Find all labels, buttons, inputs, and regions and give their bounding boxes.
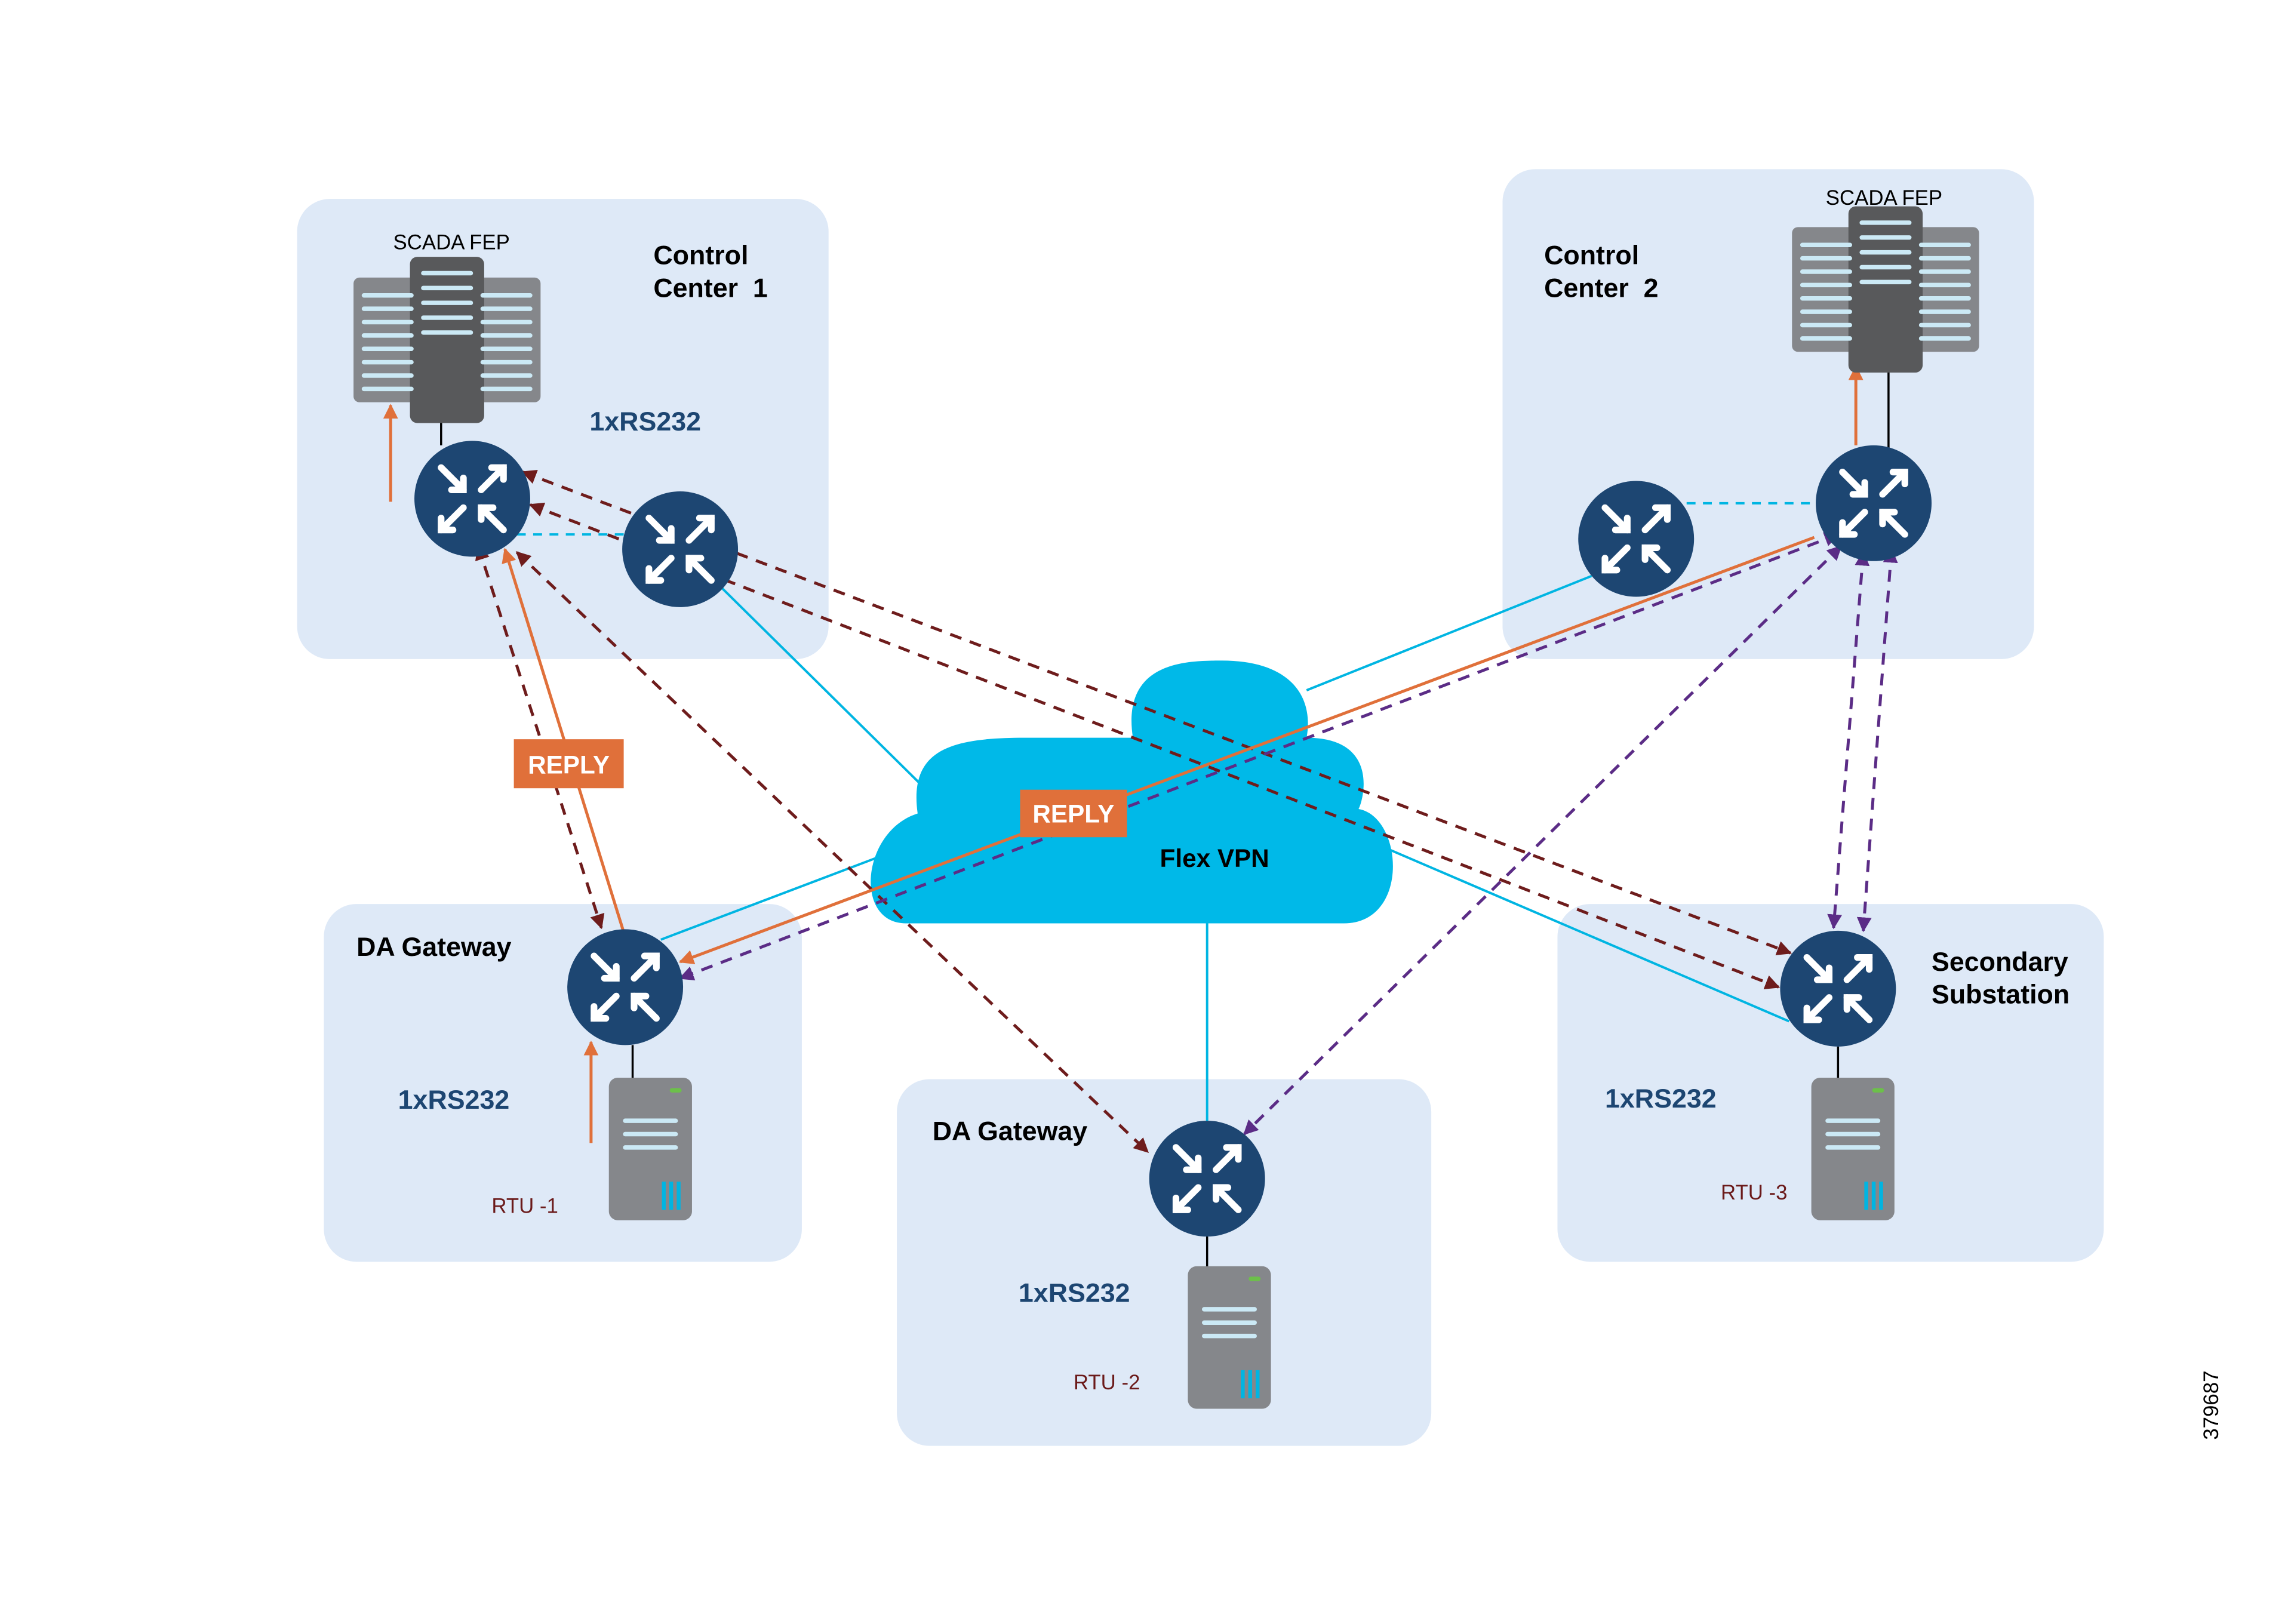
- rtu-server-icon: [1812, 1078, 1895, 1220]
- fep-label: SCADA FEP: [393, 231, 510, 254]
- rtu-server-icon: [609, 1078, 692, 1220]
- scada-fep-server-icon: [353, 257, 540, 423]
- rtu-label: RTU -2: [1074, 1371, 1140, 1394]
- zone-title: DA Gateway: [356, 932, 512, 962]
- poll-cc2-to-ss-2: [1856, 548, 1898, 933]
- zone-title: DA Gateway: [933, 1116, 1088, 1146]
- scada-fep-server-icon: [1792, 207, 1979, 373]
- router-icon: [1780, 931, 1896, 1047]
- reply-label-center: REPLY: [1020, 789, 1127, 838]
- router-icon: [1149, 1121, 1265, 1237]
- zone-title: Substation: [1932, 980, 2069, 1010]
- router-icon: [1816, 445, 1932, 561]
- reply-text: REPLY: [1032, 799, 1114, 828]
- zone-title: Control: [653, 241, 748, 270]
- interface-label: 1xRS232: [1605, 1084, 1717, 1114]
- figure-id: 379687: [2200, 1371, 2223, 1440]
- interface-label: 1xRS232: [589, 407, 701, 436]
- zone-title: Center 1: [653, 273, 768, 303]
- cc2-polling-links: [678, 532, 1898, 1136]
- interface-label: 1xRS232: [1019, 1278, 1130, 1308]
- cloud-label: Flex VPN: [1160, 844, 1269, 872]
- router-icon: [567, 929, 683, 1045]
- rtu-label: RTU -1: [491, 1194, 558, 1217]
- reply-cc2-to-da1: [678, 536, 1815, 964]
- zone-title: Control: [1544, 241, 1639, 270]
- router-icon: [622, 491, 738, 607]
- interface-label: 1xRS232: [398, 1085, 510, 1115]
- reply-label-left: REPLY: [513, 739, 624, 789]
- reply-text: REPLY: [528, 751, 610, 779]
- poll-cc2-to-da2: [1243, 545, 1843, 1136]
- zone-title: Secondary: [1932, 947, 2068, 977]
- router-icon: [414, 441, 530, 556]
- rtu-server-icon: [1188, 1266, 1271, 1409]
- zone-title: Center 2: [1544, 273, 1659, 303]
- router-icon: [1578, 481, 1694, 597]
- zone-da-gateway-2: [897, 1079, 1432, 1446]
- rtu-label: RTU -3: [1721, 1181, 1788, 1204]
- fep-label: SCADA FEP: [1826, 186, 1942, 210]
